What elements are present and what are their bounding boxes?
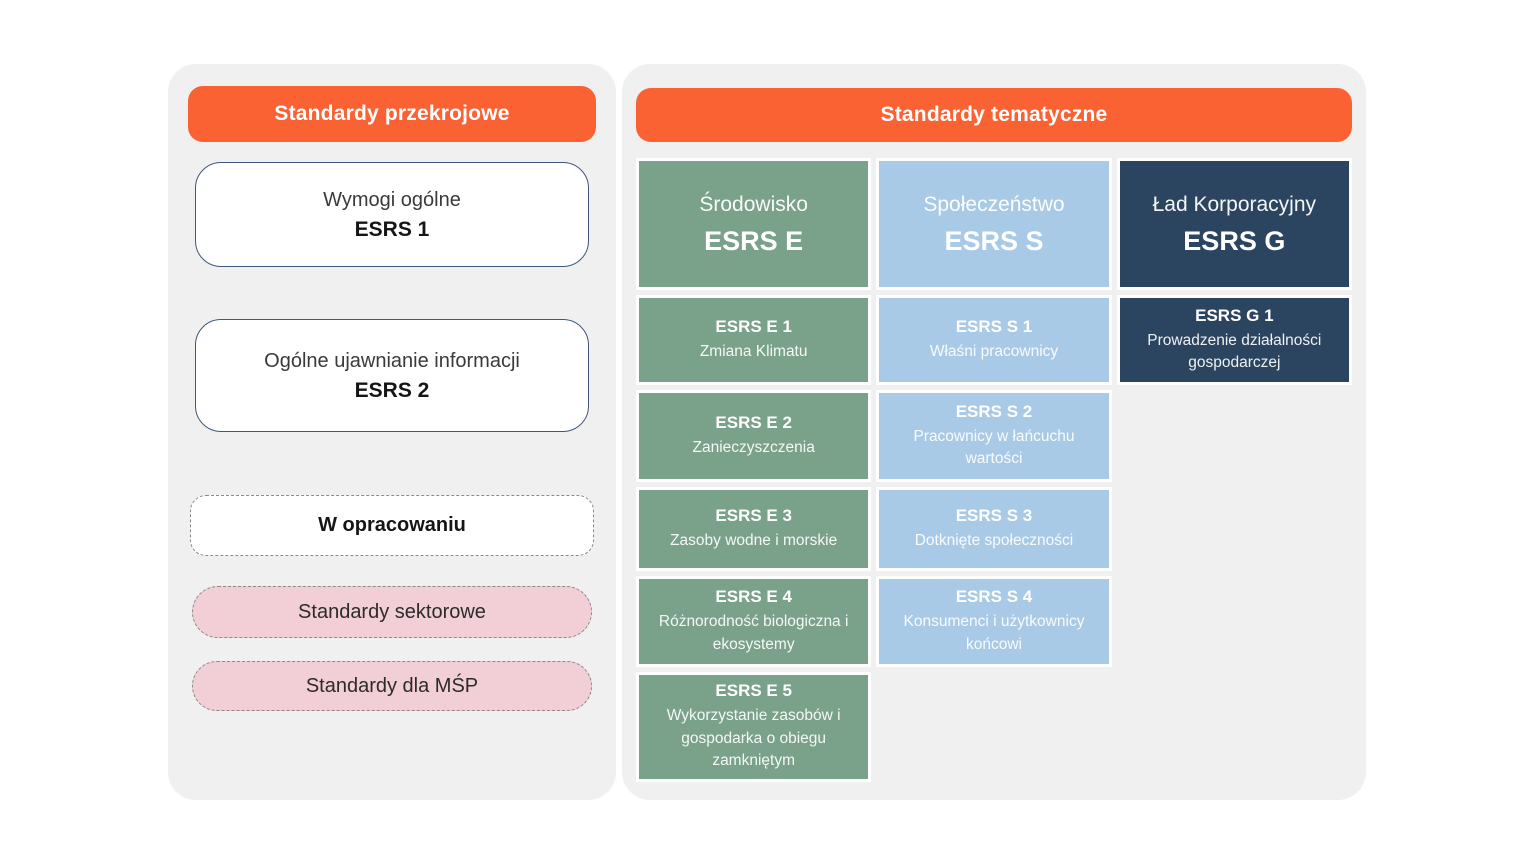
esrs-s4-code: ESRS S 4 (955, 587, 1033, 607)
cell-esrs-s3: ESRS S 3 Dotknięte społeczności (876, 487, 1112, 571)
cell-esrs-e2: ESRS E 2 Zanieczyszczenia (636, 390, 872, 482)
cell-esrs-e4: ESRS E 4 Różnorodność biologiczna i ekos… (636, 576, 872, 667)
esrs-e4-label: Różnorodność biologiczna i ekosystemy (658, 613, 849, 653)
esrs-e2-code: ESRS E 2 (715, 412, 792, 432)
thematic-grid: Środowisko ESRS E Społeczeństwo ESRS S Ł… (636, 158, 1352, 782)
esrs-e1-label: Zmiana Klimatu (699, 342, 808, 360)
esrs-1-title: Wymogi ogólne (323, 189, 461, 211)
esrs-2-box: Ogólne ujawnianie informacji ESRS 2 (195, 319, 589, 432)
esrs-s4-label: Konsumenci i użytkownicy końcowi (903, 613, 1085, 653)
governance-code: ESRS G (1183, 225, 1286, 256)
environment-title: Środowisko (699, 193, 808, 217)
social-title: Społeczeństwo (923, 193, 1065, 217)
thematic-standards-panel: Standardy tematyczne Środowisko ESRS E S… (622, 64, 1366, 800)
esrs-s1-code: ESRS S 1 (955, 316, 1033, 336)
esrs-e3-code: ESRS E 3 (715, 505, 792, 525)
esrs-s1-label: Właśni pracownicy (929, 342, 1059, 360)
esrs-s-header-cell: Społeczeństwo ESRS S (876, 158, 1112, 290)
cell-esrs-e1: ESRS E 1 Zmiana Klimatu (636, 295, 872, 385)
esrs-1-code: ESRS 1 (354, 218, 430, 241)
esrs-s3-code: ESRS S 3 (955, 505, 1033, 525)
esrs-s2-label: Pracownicy w łańcuchu wartości (913, 427, 1075, 467)
thematic-header: Standardy tematyczne (636, 88, 1352, 142)
esrs-e5-label: Wykorzystanie zasobów i gospodarka o obi… (666, 707, 841, 770)
esrs-2-code: ESRS 2 (354, 379, 430, 402)
cell-esrs-s2: ESRS S 2 Pracownicy w łańcuchu wartości (876, 390, 1112, 482)
cell-esrs-s1: ESRS S 1 Właśni pracownicy (876, 295, 1112, 385)
esrs-s2-code: ESRS S 2 (955, 401, 1033, 421)
esrs-e3-label: Zasoby wodne i morskie (670, 531, 838, 549)
esrs-s3-label: Dotknięte społeczności (914, 531, 1074, 549)
esrs-e1-code: ESRS E 1 (715, 316, 792, 336)
governance-title: Ład Korporacyjny (1152, 193, 1317, 217)
cross-cutting-standards-panel: Standardy przekrojowe Wymogi ogólne ESRS… (168, 64, 616, 800)
cross-cutting-header: Standardy przekrojowe (188, 86, 596, 142)
cell-esrs-g1: ESRS G 1 Prowadzenie działalności gospod… (1116, 295, 1352, 385)
cell-esrs-e3: ESRS E 3 Zasoby wodne i morskie (636, 487, 872, 571)
in-development-box: W opracowaniu (190, 495, 594, 556)
esrs-2-title: Ogólne ujawnianie informacji (264, 350, 520, 372)
esrs-e2-label: Zanieczyszczenia (692, 438, 815, 456)
esrs-1-box: Wymogi ogólne ESRS 1 (195, 162, 589, 267)
social-code: ESRS S (944, 225, 1044, 256)
esrs-g-header-cell: Ład Korporacyjny ESRS G (1116, 158, 1352, 290)
esrs-e5-code: ESRS E 5 (715, 681, 792, 701)
esrs-g1-code: ESRS G 1 (1195, 305, 1274, 325)
cell-esrs-s4: ESRS S 4 Konsumenci i użytkownicy końcow… (876, 576, 1112, 667)
sme-standards-pill: Standardy dla MŚP (192, 661, 592, 711)
sector-standards-pill: Standardy sektorowe (192, 586, 592, 638)
esrs-g1-label: Prowadzenie działalności gospodarczej (1147, 331, 1322, 371)
esrs-e-header-cell: Środowisko ESRS E (636, 158, 872, 290)
cell-esrs-e5: ESRS E 5 Wykorzystanie zasobów i gospoda… (636, 672, 872, 782)
environment-code: ESRS E (704, 225, 804, 256)
esrs-e4-code: ESRS E 4 (715, 587, 792, 607)
